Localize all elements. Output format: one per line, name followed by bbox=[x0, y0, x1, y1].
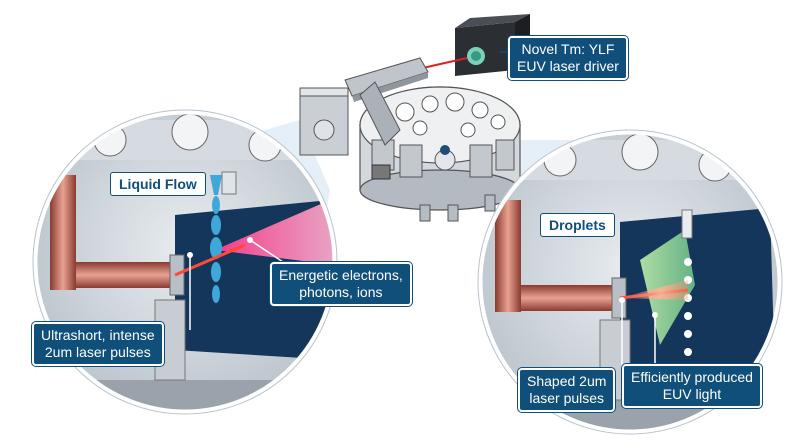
ultrashort-pulses-label-line1: Ultrashort, intense bbox=[41, 327, 155, 343]
laser-driver-label-line1: Novel Tm: YLF bbox=[521, 41, 615, 57]
euv-light-label-line2: EUV light bbox=[662, 386, 722, 402]
shaped-pulses-label-line1: Shaped 2um bbox=[527, 373, 607, 389]
vacuum-chamber-machine bbox=[299, 14, 530, 222]
laser-driver-label-line2: EUV laser driver bbox=[517, 58, 619, 74]
shaped-pulses-label-line2: laser pulses bbox=[529, 390, 605, 406]
energetic-emission-label-line1: Energetic electrons, bbox=[279, 267, 403, 283]
energetic-emission-label: Energetic electrons, photons, ions bbox=[270, 262, 412, 306]
energetic-emission-label-line2: photons, ions bbox=[299, 284, 383, 300]
liquid-jet bbox=[210, 175, 222, 303]
energetic-emission-cone bbox=[215, 200, 335, 265]
laser-pulse-beam bbox=[174, 243, 246, 277]
ultrashort-pulses-label: Ultrashort, intense 2um laser pulses bbox=[32, 322, 164, 366]
droplets-title: Droplets bbox=[540, 213, 615, 237]
ultrashort-pulses-label-line2: 2um laser pulses bbox=[44, 344, 151, 360]
droplets-zoom-bubble bbox=[477, 129, 783, 435]
shaped-pulses-label: Shaped 2um laser pulses bbox=[518, 368, 616, 412]
laser-driver-label: Novel Tm: YLF EUV laser driver bbox=[508, 36, 628, 80]
euv-light-label: Efficiently produced EUV light bbox=[622, 364, 762, 408]
euv-light-label-line1: Efficiently produced bbox=[631, 369, 753, 385]
liquid-flow-title: Liquid Flow bbox=[110, 172, 206, 196]
